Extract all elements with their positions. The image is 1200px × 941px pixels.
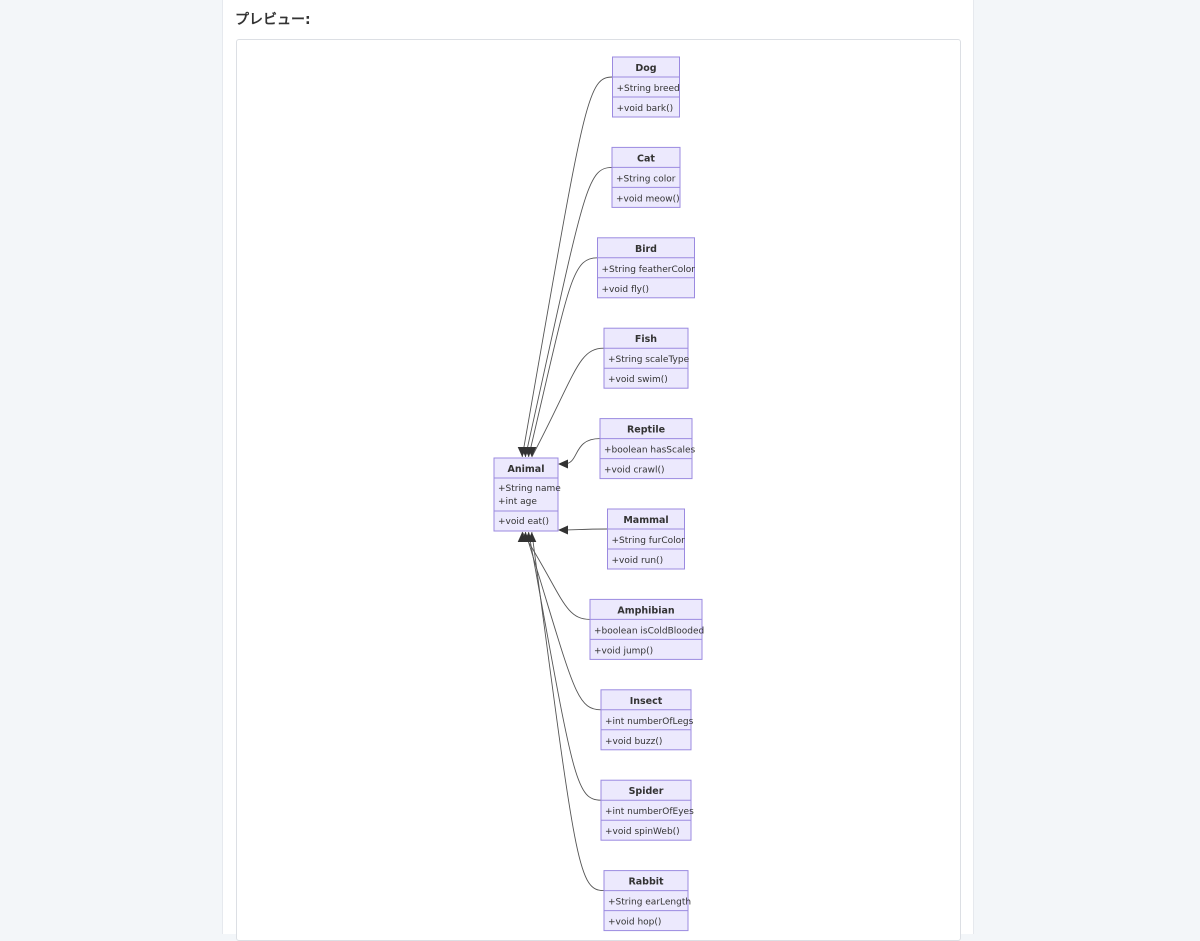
class-name: Animal (508, 464, 545, 475)
inheritance-arrowhead (558, 525, 568, 535)
class-name: Rabbit (628, 877, 664, 888)
inheritance-edge-mammal (563, 528, 608, 531)
class-box-bird: Bird +String featherColor +void fly() (597, 237, 696, 299)
class-method: +void swim() (608, 375, 668, 385)
class-attribute: +String furColor (612, 536, 686, 546)
inheritance-edge-fish (531, 347, 605, 458)
class-box-background (603, 327, 689, 389)
inheritance-arrowhead (527, 532, 537, 542)
inheritance-arrowhead (527, 447, 537, 457)
class-box-background (603, 870, 689, 932)
diagram-preview: Animal +String name +int age +void eat() Dog… (236, 39, 961, 941)
class-name: Bird (635, 244, 657, 255)
class-method: +void run() (612, 556, 664, 566)
class-attribute: +String breed (617, 84, 680, 94)
preview-title: プレビュー: (235, 12, 311, 28)
class-box-fish: Fish +String scaleType +void swim() (603, 327, 690, 389)
inheritance-edge-cat (524, 166, 613, 458)
class-box-amphibian: Amphibian +boolean isColdBlooded +void jum… (589, 598, 704, 660)
class-name: Amphibian (617, 605, 675, 616)
inheritance-edge-dog (521, 76, 613, 458)
class-box-rabbit: Rabbit +String earLength +void hop() (603, 870, 691, 932)
class-name: Mammal (623, 515, 668, 526)
class-name: Dog (635, 63, 656, 74)
class-box-background (599, 418, 693, 480)
class-attribute: +int age (498, 497, 537, 507)
class-box-reptile: Reptile +boolean hasScales +void crawl() (599, 418, 696, 480)
class-method: +void spinWeb() (605, 827, 680, 837)
class-name: Spider (629, 786, 664, 797)
class-attribute: +boolean isColdBlooded (594, 626, 704, 636)
inheritance-edge-amphibian (521, 531, 591, 620)
inheritance-edge-insect (524, 531, 602, 711)
class-method: +void hop() (608, 918, 661, 928)
class-box-insect: Insect +int numberOfLegs +void buzz() (600, 689, 694, 751)
class-attribute: +String earLength (608, 898, 691, 908)
class-box-background (607, 508, 685, 570)
class-box-mammal: Mammal +String furColor +void run() (607, 508, 686, 570)
class-box-dog: Dog +String breed +void bark() (612, 56, 680, 118)
class-attribute: +int numberOfEyes (605, 807, 694, 817)
inheritance-edge-reptile (563, 438, 601, 465)
class-method: +void meow() (616, 194, 680, 204)
class-name: Cat (637, 153, 655, 164)
class-method: +void eat() (498, 517, 549, 527)
class-attribute: +String name (498, 484, 561, 494)
class-attribute: +String color (616, 174, 676, 184)
class-attribute: +String scaleType (608, 355, 690, 365)
inheritance-edge-bird (528, 257, 598, 458)
preview-card: プレビュー: Animal +String name +int age +void e… (222, 0, 974, 941)
class-attribute: +String featherColor (602, 265, 696, 275)
class-method: +void jump() (594, 646, 653, 656)
class-attribute: +boolean hasScales (604, 446, 696, 456)
class-method: +void bark() (617, 104, 674, 114)
class-name: Fish (635, 334, 657, 345)
inheritance-edge-rabbit (531, 531, 605, 892)
class-name: Reptile (627, 425, 665, 436)
class-box-background (493, 457, 559, 532)
inheritance-arrowhead (558, 459, 568, 469)
class-box-background (600, 779, 692, 841)
class-method: +void crawl() (604, 466, 665, 476)
class-box-animal: Animal +String name +int age +void eat() (493, 457, 561, 532)
class-box-background (611, 146, 681, 208)
class-name: Insect (630, 696, 663, 707)
class-diagram: Animal +String name +int age +void eat() Dog… (493, 56, 704, 932)
class-box-background (597, 237, 695, 299)
class-method: +void buzz() (605, 737, 662, 747)
class-box-cat: Cat +String color +void meow() (611, 146, 681, 208)
class-box-background (612, 56, 680, 118)
inheritance-edges (517, 76, 613, 892)
class-method: +void fly() (602, 285, 649, 295)
class-box-background (600, 689, 692, 751)
class-box-background (589, 598, 703, 660)
inheritance-edge-spider (528, 531, 602, 801)
class-nodes: Animal +String name +int age +void eat() Dog… (493, 56, 704, 932)
class-attribute: +int numberOfLegs (605, 717, 694, 727)
class-box-spider: Spider +int numberOfEyes +void spinWeb() (600, 779, 694, 841)
